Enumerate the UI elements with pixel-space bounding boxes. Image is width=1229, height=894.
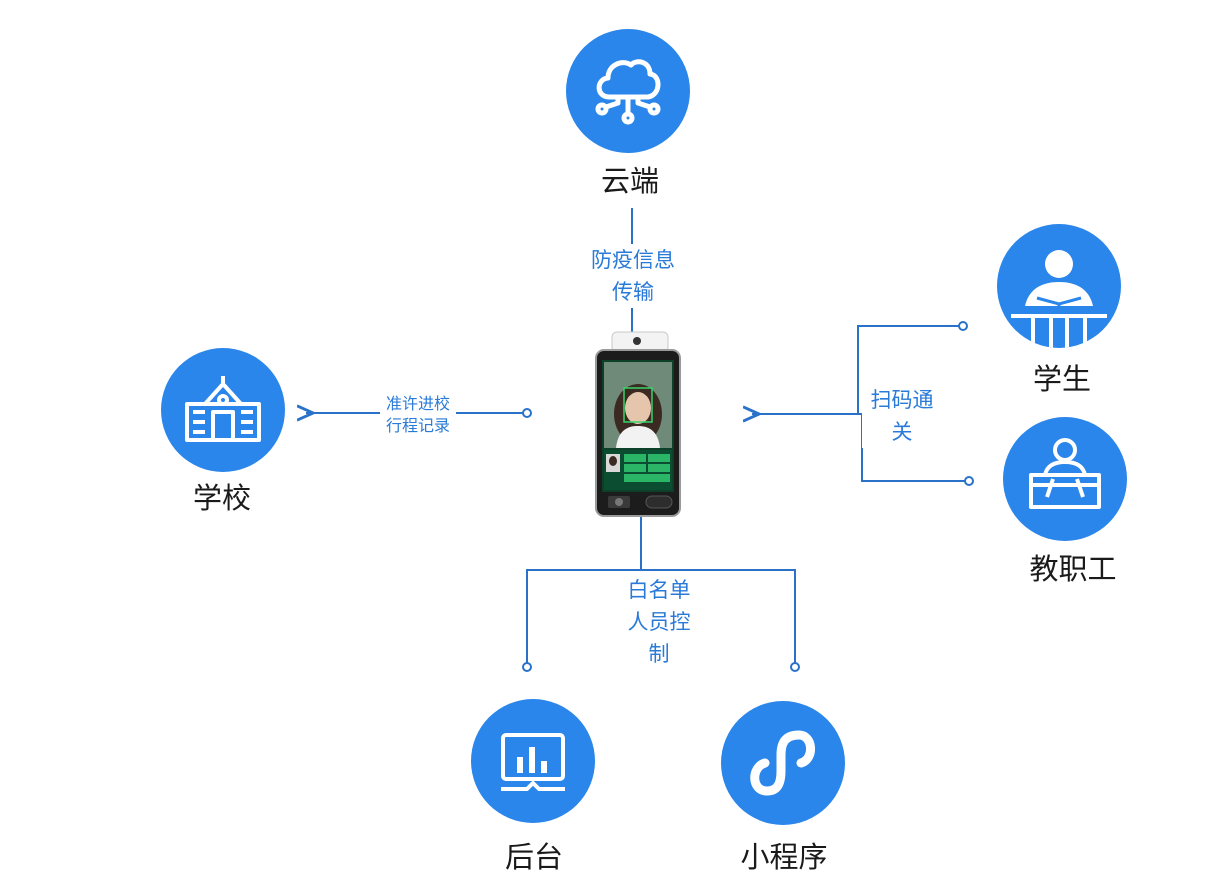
backend-label: 后台 xyxy=(504,840,563,874)
backend-node xyxy=(471,699,595,823)
mini-program-icon xyxy=(750,730,815,796)
miniprogram-node xyxy=(721,701,845,825)
student-label: 学生 xyxy=(1032,362,1091,396)
staff-line-endpoint xyxy=(964,476,974,486)
monitor-chart-icon xyxy=(501,733,565,791)
student-reading-icon xyxy=(1011,250,1107,348)
teacher-desk-icon xyxy=(1029,438,1101,509)
miniprogram-line-endpoint xyxy=(790,662,800,672)
staff-label: 教职工 xyxy=(1029,552,1117,586)
staff-node xyxy=(1003,417,1127,541)
whitelist-link-label: 白名单 人员控 制 xyxy=(614,574,704,670)
student-line xyxy=(857,325,962,414)
school-node xyxy=(161,348,285,472)
school-label: 学校 xyxy=(192,481,251,515)
face-recognition-device xyxy=(595,331,681,517)
scan-link-label: 扫码通 关 xyxy=(862,384,942,448)
whitelist-branch xyxy=(526,569,796,664)
student-line-endpoint xyxy=(958,321,968,331)
miniprogram-label: 小程序 xyxy=(740,840,828,874)
backend-line-endpoint xyxy=(522,662,532,672)
school-building-icon xyxy=(185,376,261,442)
cloud-network-icon xyxy=(595,59,661,125)
camera-lens xyxy=(633,337,641,345)
school-line-endpoint xyxy=(522,408,532,418)
cloud-node xyxy=(566,29,690,153)
school-link-label: 准许进校 行程记录 xyxy=(380,393,456,437)
cloud-label: 云端 xyxy=(600,164,659,198)
student-node xyxy=(997,224,1121,348)
cloud-link-label: 防疫信息 传输 xyxy=(578,244,688,308)
